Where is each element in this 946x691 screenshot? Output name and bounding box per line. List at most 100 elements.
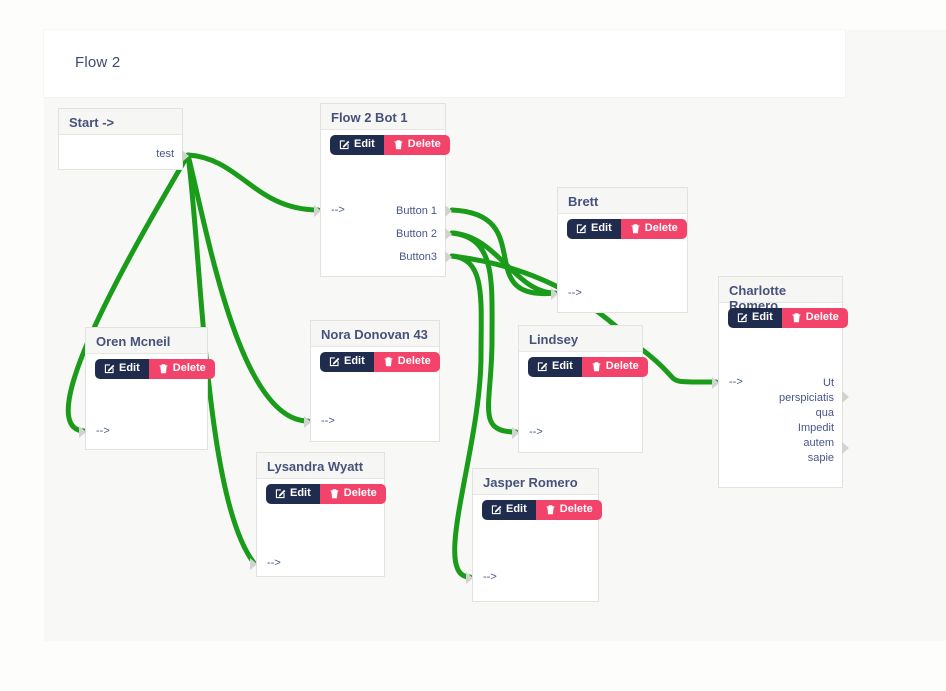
connection-button3-jasper: [449, 253, 484, 580]
connection-button1-brett: [449, 207, 558, 297]
input-connector[interactable]: [304, 416, 311, 428]
delete-button-label: Delete: [172, 362, 206, 374]
delete-button[interactable]: Delete: [620, 219, 687, 239]
node-title: Lindsey: [519, 326, 642, 352]
input-label: -->: [331, 204, 345, 216]
connection-test-oren: [65, 152, 191, 434]
edit-button[interactable]: Edit: [728, 308, 782, 328]
input-connector[interactable]: [512, 427, 519, 439]
delete-button-label: Delete: [605, 360, 639, 372]
node-nora[interactable]: Nora Donovan 43 Edit Delete -->: [304, 320, 440, 442]
trash-icon: [394, 140, 403, 150]
edit-button[interactable]: Edit: [320, 352, 374, 372]
node-title: Brett: [558, 188, 687, 214]
output-connector-2[interactable]: [842, 442, 849, 454]
output-connector-button2[interactable]: [445, 228, 452, 240]
output-label-test: test: [156, 148, 174, 160]
edit-button[interactable]: Edit: [266, 484, 320, 504]
trash-icon: [330, 489, 339, 499]
edit-button-label: Edit: [591, 222, 612, 234]
input-label: -->: [729, 376, 743, 388]
input-label: -->: [321, 415, 335, 427]
input-connector[interactable]: [314, 205, 321, 217]
output-connector-1[interactable]: [842, 391, 849, 403]
delete-button-label: Delete: [805, 311, 839, 323]
delete-button[interactable]: Delete: [535, 500, 602, 520]
pencil-square-icon: [537, 362, 548, 372]
pencil-square-icon: [104, 364, 115, 374]
delete-button[interactable]: Delete: [319, 484, 386, 504]
input-label: -->: [529, 426, 543, 438]
node-jasper[interactable]: Jasper Romero Edit Delete -->: [466, 468, 602, 602]
node-start[interactable]: Start -> test: [58, 108, 189, 170]
delete-button[interactable]: Delete: [383, 135, 450, 155]
output-label-button3: Button3: [399, 251, 437, 263]
output-label-1: Ut perspiciatis qua: [778, 377, 834, 419]
edit-button-label: Edit: [552, 360, 573, 372]
node-lindsey[interactable]: Lindsey Edit Delete -->: [512, 325, 648, 453]
output-label-2: Impedit autem sapie: [797, 422, 834, 464]
pencil-square-icon: [491, 505, 502, 515]
node-title: Oren Mcneil: [86, 328, 207, 354]
page-title: Flow 2: [75, 54, 121, 71]
delete-button[interactable]: Delete: [781, 308, 848, 328]
title-card: Flow 2: [44, 30, 845, 97]
pencil-square-icon: [275, 489, 286, 499]
edit-button[interactable]: Edit: [567, 219, 621, 239]
output-label-button1: Button 1: [396, 205, 437, 217]
input-connector[interactable]: [250, 558, 257, 570]
pencil-square-icon: [576, 224, 587, 234]
trash-icon: [631, 224, 640, 234]
edit-button-label: Edit: [506, 503, 527, 515]
input-label: -->: [267, 557, 281, 569]
trash-icon: [546, 505, 555, 515]
edit-button[interactable]: Edit: [95, 359, 149, 379]
node-title: Lysandra Wyatt: [257, 453, 384, 479]
input-label: -->: [483, 571, 497, 583]
input-connector[interactable]: [79, 426, 86, 438]
delete-button-label: Delete: [407, 138, 441, 150]
edit-button[interactable]: Edit: [528, 357, 582, 377]
trash-icon: [792, 313, 801, 323]
edit-button-label: Edit: [354, 138, 375, 150]
node-title: Jasper Romero: [473, 469, 598, 495]
trash-icon: [592, 362, 601, 372]
output-connector-button3[interactable]: [445, 251, 452, 263]
trash-icon: [159, 364, 168, 374]
delete-button[interactable]: Delete: [581, 357, 648, 377]
delete-button[interactable]: Delete: [373, 352, 440, 372]
input-connector[interactable]: [712, 377, 719, 389]
node-title: Nora Donovan 43: [311, 321, 439, 347]
edit-button[interactable]: Edit: [330, 135, 384, 155]
node-title: Flow 2 Bot 1: [321, 104, 445, 130]
node-title: Start ->: [59, 109, 182, 135]
delete-button-label: Delete: [644, 222, 678, 234]
connection-test-nora: [185, 152, 311, 424]
edit-button-label: Edit: [290, 487, 311, 499]
input-connector[interactable]: [551, 288, 558, 300]
trash-icon: [384, 357, 393, 367]
output-label-button2: Button 2: [396, 228, 437, 240]
node-lysandra[interactable]: Lysandra Wyatt Edit Delete -->: [250, 452, 386, 577]
edit-button-label: Edit: [752, 311, 773, 323]
pencil-square-icon: [339, 140, 350, 150]
pencil-square-icon: [329, 357, 340, 367]
output-connector-button1[interactable]: [445, 205, 452, 217]
connection-test-flow2bot1: [185, 152, 321, 213]
delete-button-label: Delete: [343, 487, 377, 499]
pencil-square-icon: [737, 313, 748, 323]
input-connector[interactable]: [466, 572, 473, 584]
delete-button-label: Delete: [559, 503, 593, 515]
node-charlotte[interactable]: Charlotte Romero Edit Delete --> Ut pers…: [712, 276, 849, 488]
edit-button-label: Edit: [119, 362, 140, 374]
delete-button[interactable]: Delete: [148, 359, 215, 379]
output-connector-test[interactable]: [182, 150, 189, 162]
node-brett[interactable]: Brett Edit Delete -->: [551, 187, 688, 313]
edit-button-label: Edit: [344, 355, 365, 367]
delete-button-label: Delete: [397, 355, 431, 367]
node-oren[interactable]: Oren Mcneil Edit Delete -->: [79, 327, 215, 450]
node-flow2bot1[interactable]: Flow 2 Bot 1 Edit Delete --> Button 1 Bu…: [314, 103, 452, 277]
node-title: Charlotte Romero: [719, 277, 842, 313]
edit-button[interactable]: Edit: [482, 500, 536, 520]
